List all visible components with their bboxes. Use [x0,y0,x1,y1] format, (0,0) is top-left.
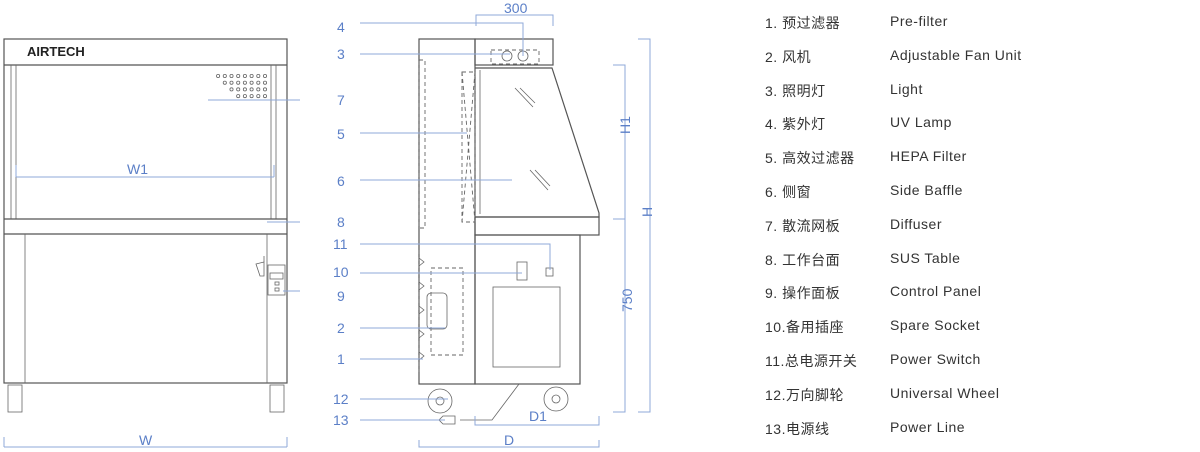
legend-en: Pre-filter [890,13,948,29]
legend-zh: 2. 风机 [765,48,812,65]
dim-300: 300 [504,0,528,16]
diffuser-hole [256,80,261,85]
legend-zh: 7. 散流网板 [765,217,841,234]
callout-5: 5 [337,126,345,142]
diffuser-hole [262,87,267,92]
legend-item: 7. 散流网板 Diffuser [765,216,1022,250]
diffuser-hole [229,74,234,79]
diffuser-hole [222,74,227,79]
diffuser-hole [229,87,234,92]
legend-zh: 6. 侧窗 [765,183,812,200]
legend-zh: 1. 预过滤器 [765,15,841,31]
diffuser-hole [236,87,241,92]
callout-8: 8 [337,214,345,230]
callout-7: 7 [337,92,345,108]
legend-en: UV Lamp [890,114,952,131]
power-plug [438,415,456,425]
dim-h1: H1 [617,116,633,134]
legend-item: 5. 高效过滤器 HEPA Filter [765,148,1022,182]
callout-1: 1 [337,351,345,367]
legend-zh: 11.总电源开关 [765,352,858,369]
legend-zh: 9. 操作面板 [765,285,841,302]
legend-item: 8. 工作台面 SUS Table [765,250,1022,284]
legend-zh: 4. 紫外灯 [765,116,826,133]
legend-item: 13.电源线 Power Line [765,419,1022,452]
legend-en: Side Baffle [890,181,963,198]
dim-w1: W1 [127,161,148,177]
brand-logo: AIRTECH [27,44,85,59]
callout-2: 2 [337,320,345,336]
callout-3: 3 [337,46,345,62]
legend-item: 6. 侧窗 Side Baffle [765,182,1022,216]
diffuser-hole [242,74,247,79]
legend-en: Power Line [890,418,966,435]
callout-11: 11 [333,236,348,252]
diffuser-hole [236,80,241,85]
legend-item: 1. 预过滤器 Pre-filter [765,13,1022,47]
legend-item: 3. 照明灯 Light [765,81,1022,115]
legend-en: Spare Socket [890,317,981,334]
legend-en: Universal Wheel [890,384,1000,401]
legend-item: 12.万向脚轮 Universal Wheel [765,385,1022,419]
spare-socket [516,261,528,281]
dim-d: D [504,432,514,448]
dim-h: H [639,207,655,217]
diffuser-hole [262,74,267,79]
diffuser-hole [262,94,267,99]
diffuser-hole [242,80,247,85]
dim-750: 750 [619,288,635,312]
control-panel [267,264,286,296]
diffuser-hole [242,94,247,99]
legend-zh: 5. 高效过滤器 [765,150,855,167]
diffuser-hole [249,94,254,99]
diffuser-hole [222,80,227,85]
legend-en: Power Switch [890,350,981,367]
diffuser-holes [216,74,267,99]
dim-w: W [139,432,153,448]
callout-10: 10 [333,264,349,280]
legend-en: Adjustable Fan Unit [890,46,1022,63]
legend-item: 11.总电源开关 Power Switch [765,351,1022,385]
diffuser-hole [229,80,234,85]
legend-zh: 13.电源线 [765,420,830,437]
diffuser-hole [242,87,247,92]
callout-6: 6 [337,173,345,189]
legend-zh: 3. 照明灯 [765,82,826,99]
wheel [7,384,23,413]
diffuser-hole [249,74,254,79]
legend-en: Control Panel [890,283,982,300]
diffuser-hole [256,87,261,92]
diffuser-hole [249,87,254,92]
diffuser-hole [256,74,261,79]
legend-item: 2. 风机 Adjustable Fan Unit [765,47,1022,81]
side-view [360,14,651,448]
legend-zh: 12.万向脚轮 [765,386,844,403]
legend-en: SUS Table [890,249,961,266]
legend-en: HEPA Filter [890,148,967,165]
legend-item: 9. 操作面板 Control Panel [765,283,1022,317]
callout-9: 9 [337,288,345,304]
legend-item: 10.备用插座 Spare Socket [765,317,1022,351]
wheel [427,388,453,414]
legend-zh: 8. 工作台面 [765,251,841,268]
diffuser-hole [249,80,254,85]
dim-d1: D1 [529,408,547,424]
diffuser-hole [236,94,241,99]
legend-en: Light [890,80,923,97]
diffuser-hole [262,80,267,85]
legend-en: Diffuser [890,215,942,232]
parts-legend: 1. 预过滤器 Pre-filter 2. 风机 Adjustable Fan Un… [765,13,1022,452]
diffuser-hole [216,74,221,79]
diffuser-hole [236,74,241,79]
wheel [269,384,285,413]
callout-12: 12 [333,391,349,407]
front-view [3,38,300,448]
legend-zh: 10.备用插座 [765,319,844,336]
diffuser-hole [256,94,261,99]
wheel [543,386,569,412]
legend-item: 4. 紫外灯 UV Lamp [765,114,1022,148]
callout-13: 13 [333,412,349,428]
callout-4: 4 [337,19,345,35]
